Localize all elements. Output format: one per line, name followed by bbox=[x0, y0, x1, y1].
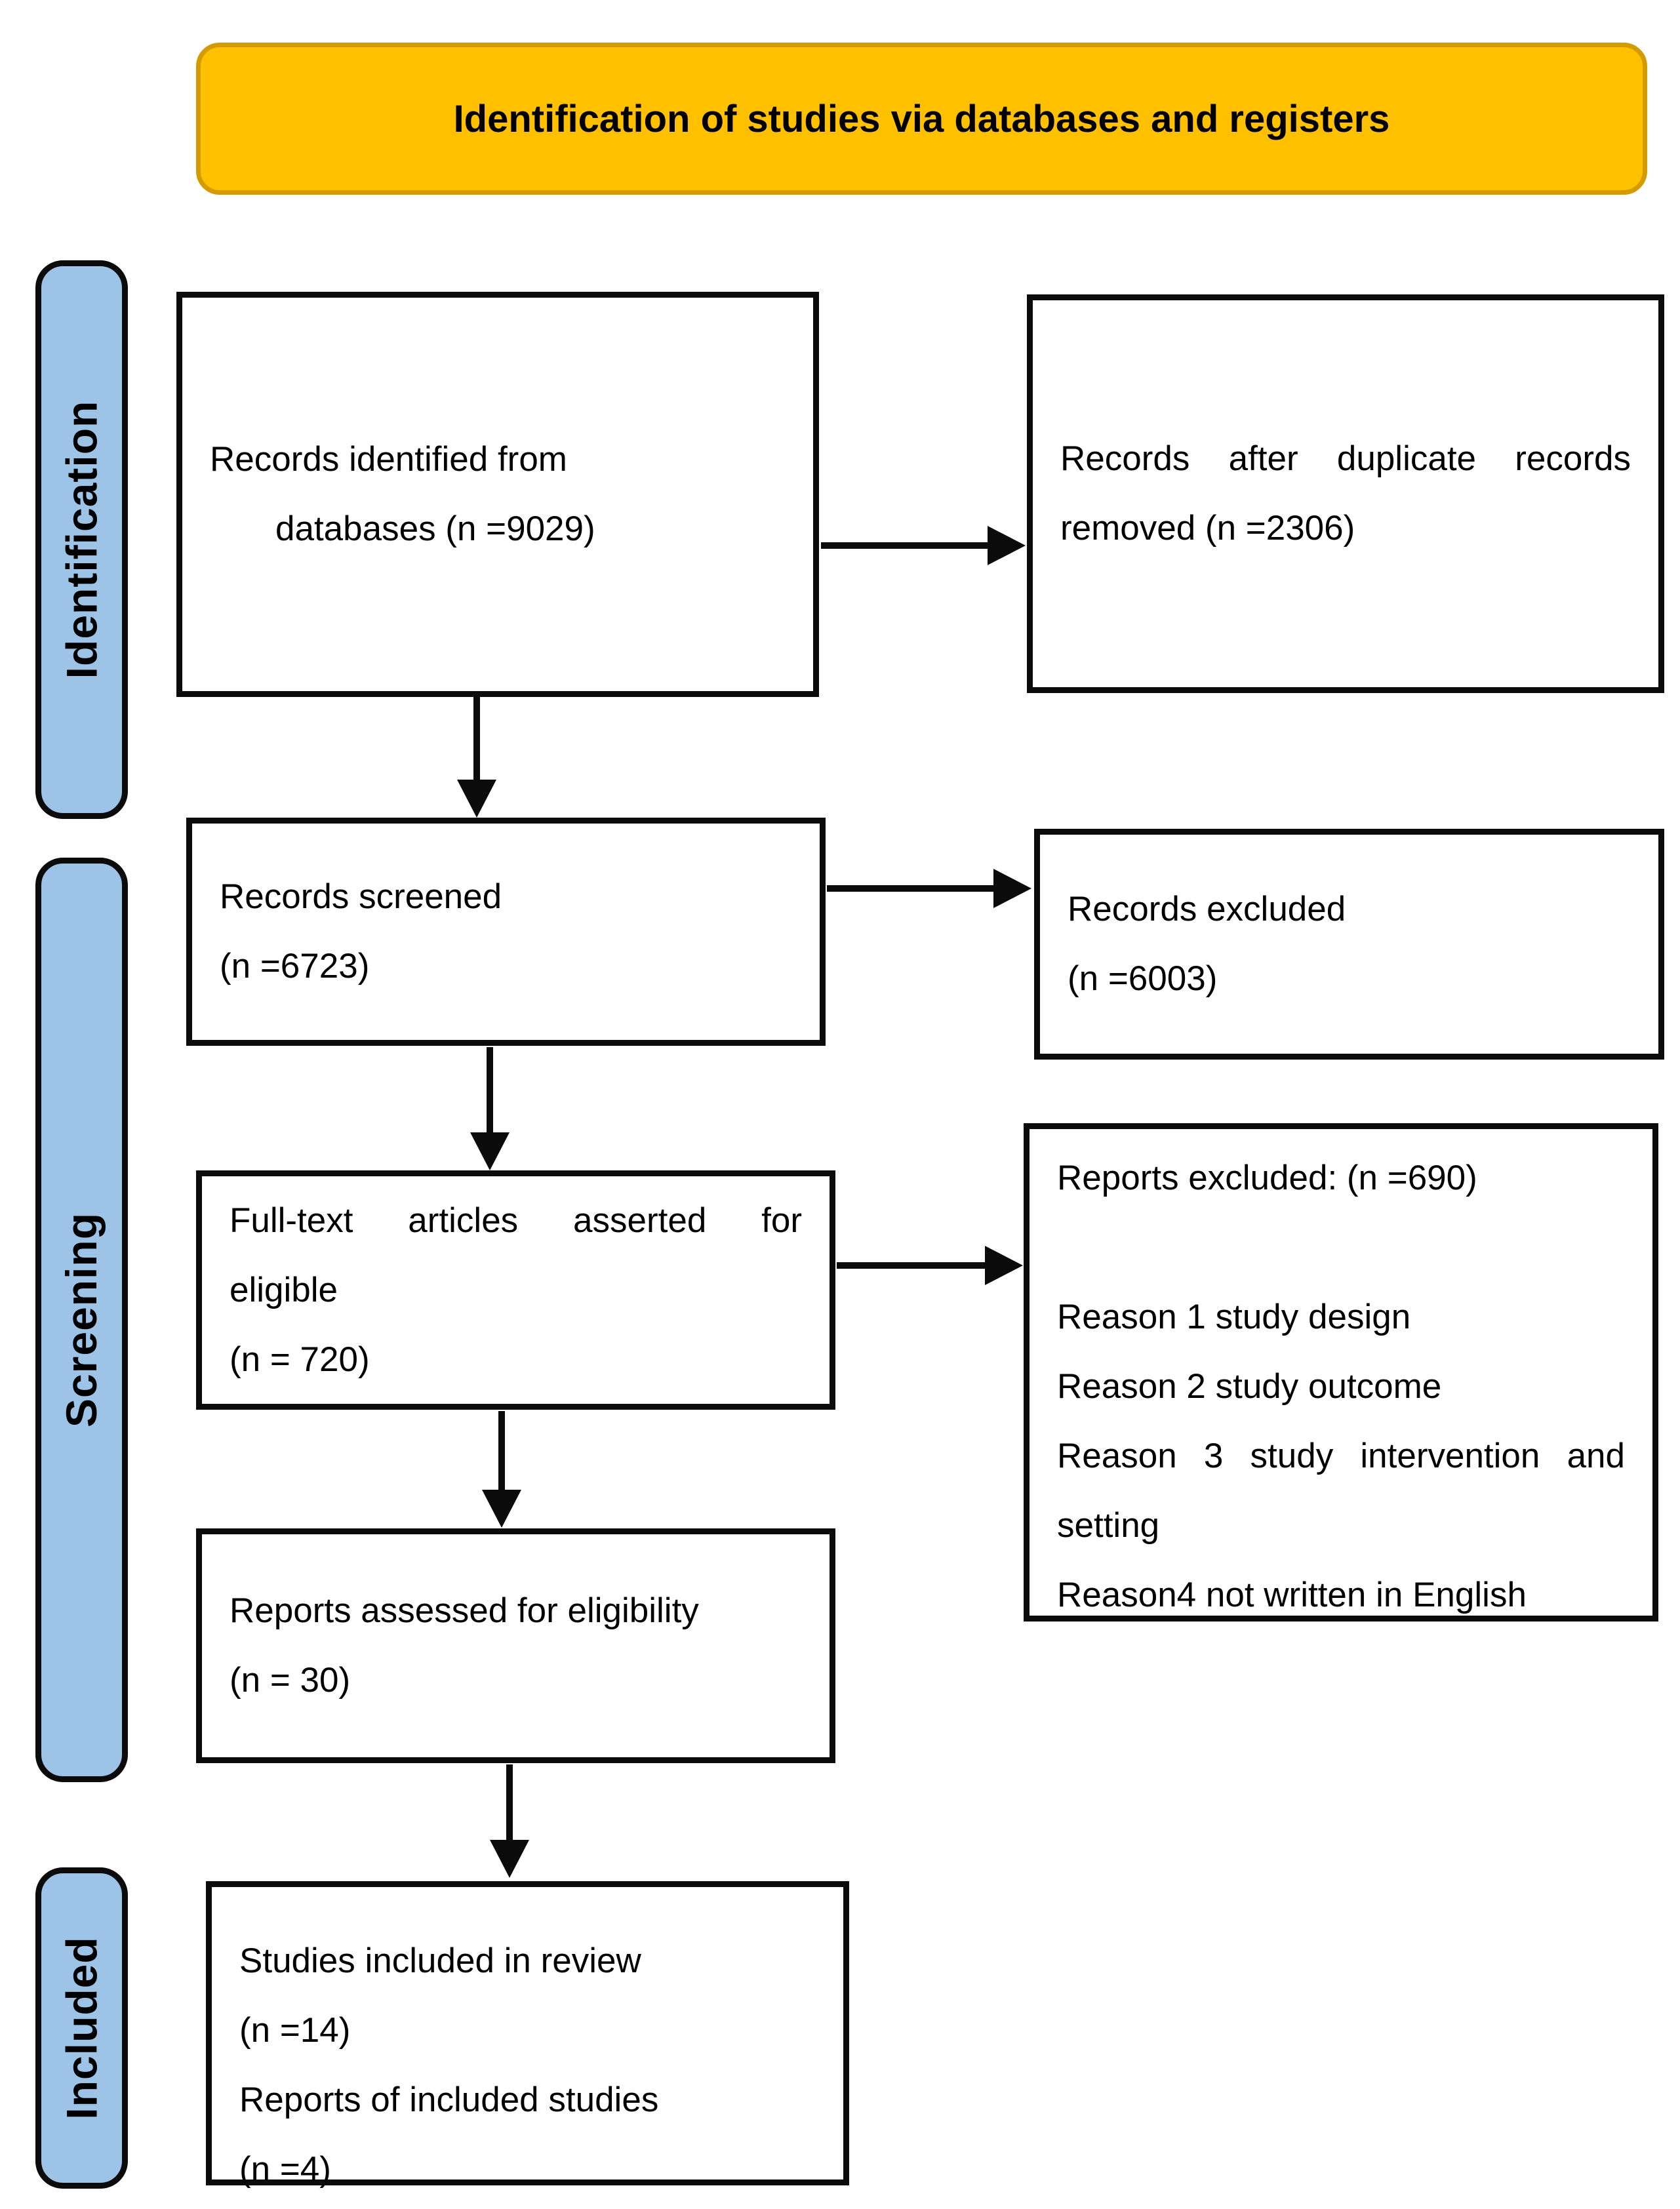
reports-excluded-line-1: Reports excluded: (n =690) bbox=[1057, 1159, 1477, 1197]
records-identified-line-1: Records identified from bbox=[210, 440, 567, 479]
arrow-shaft bbox=[827, 885, 999, 892]
records-excluded-line-1: Records excluded bbox=[1068, 890, 1346, 928]
records-screened-line-2: (n =6723) bbox=[220, 947, 370, 985]
stage-screening: Screening bbox=[35, 858, 128, 1782]
reports-excluded-line-5: Reason 3 study intervention and bbox=[1057, 1437, 1625, 1475]
arrow-head-icon bbox=[470, 1132, 510, 1170]
stage-included-label: Included bbox=[57, 1936, 106, 2120]
records-excluded-line-2: (n =6003) bbox=[1068, 959, 1218, 998]
fulltext-assessed-line-2: eligible bbox=[230, 1270, 338, 1309]
reports-assessed-line-2: (n = 30) bbox=[230, 1661, 351, 1700]
stage-included: Included bbox=[35, 1867, 128, 2189]
diagram-title: Identification of studies via databases … bbox=[453, 97, 1390, 140]
stage-identification: Identification bbox=[35, 260, 128, 819]
arrow-shaft bbox=[821, 542, 993, 549]
arrow-shaft bbox=[487, 1047, 493, 1136]
studies-included-line-2: (n =14) bbox=[239, 2011, 351, 2050]
arrow-head-icon bbox=[985, 1246, 1023, 1285]
arrow-head-icon bbox=[988, 526, 1026, 565]
arrow-head-icon bbox=[490, 1840, 529, 1878]
arrow-shaft bbox=[506, 1764, 513, 1844]
reports-assessed-line-1: Reports assessed for eligibility bbox=[230, 1591, 699, 1630]
arrow-head-icon bbox=[993, 869, 1031, 908]
duplicates-removed-line-2: removed (n =2306) bbox=[1060, 509, 1355, 547]
arrow-shaft bbox=[837, 1262, 990, 1269]
studies-included-box: Studies included in review (n =14) Repor… bbox=[206, 1881, 849, 2189]
records-excluded-box: Records excluded (n =6003) bbox=[1034, 829, 1664, 1060]
reports-assessed-box: Reports assessed for eligibility (n = 30… bbox=[196, 1528, 835, 1763]
fulltext-assessed-line-3: (n = 720) bbox=[230, 1340, 370, 1379]
reports-excluded-line-2 bbox=[1057, 1213, 1625, 1283]
reports-excluded-line-6: setting bbox=[1057, 1506, 1160, 1545]
reports-excluded-line-3: Reason 1 study design bbox=[1057, 1298, 1411, 1336]
fulltext-assessed-box: Full-text articles asserted for eligible… bbox=[196, 1170, 835, 1410]
arrow-head-icon bbox=[457, 780, 496, 818]
records-screened-box: Records screened (n =6723) bbox=[186, 818, 826, 1046]
reports-excluded-line-4: Reason 2 study outcome bbox=[1057, 1367, 1442, 1406]
records-identified-line-2: databases (n =9029) bbox=[275, 509, 595, 548]
stage-identification-label: Identification bbox=[57, 400, 106, 679]
stage-screening-label: Screening bbox=[57, 1212, 106, 1428]
records-screened-line-1: Records screened bbox=[220, 877, 502, 916]
studies-included-line-1: Studies included in review bbox=[239, 1941, 641, 1980]
reports-excluded-box: Reports excluded: (n =690) Reason 1 stud… bbox=[1024, 1123, 1658, 1622]
arrow-head-icon bbox=[482, 1490, 521, 1528]
reports-excluded-line-7: Reason4 not written in English bbox=[1057, 1576, 1527, 1614]
fulltext-assessed-line-1: Full-text articles asserted for bbox=[230, 1201, 802, 1240]
duplicates-removed-box: Records after duplicate records removed … bbox=[1027, 294, 1664, 693]
arrow-shaft bbox=[498, 1411, 505, 1495]
studies-included-line-4: (n =4) bbox=[239, 2150, 331, 2189]
records-identified-box: Records identified from databases (n =90… bbox=[176, 292, 819, 697]
arrow-shaft bbox=[473, 697, 480, 784]
duplicates-removed-line-1: Records after duplicate records bbox=[1060, 439, 1631, 478]
studies-included-line-3: Reports of included studies bbox=[239, 2080, 659, 2119]
header-banner: Identification of studies via databases … bbox=[196, 43, 1647, 195]
